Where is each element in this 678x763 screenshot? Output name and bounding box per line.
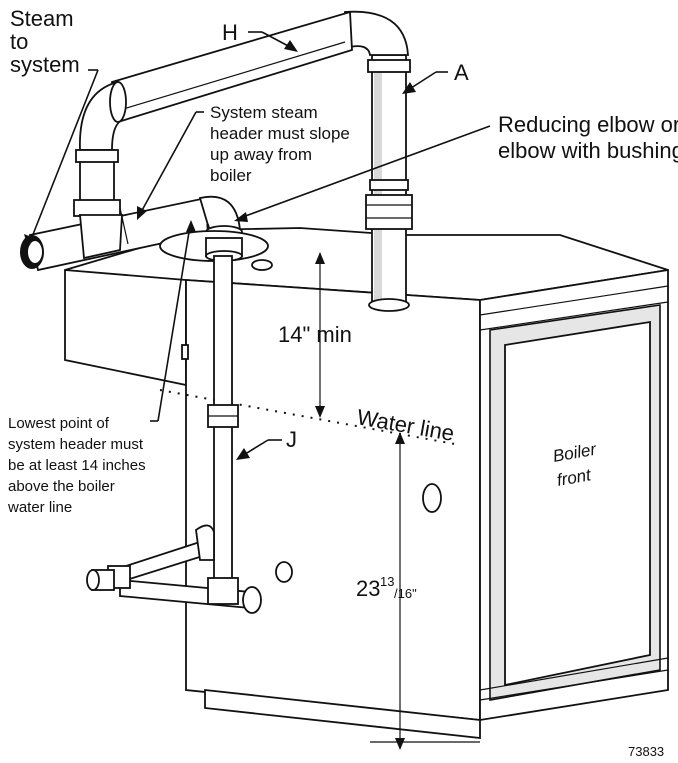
top-elbow <box>344 10 409 56</box>
label-a: A <box>454 60 469 85</box>
dimension-14-min <box>315 252 325 418</box>
label-dim-23-main: 23 <box>356 576 380 601</box>
label-lowest-line1: Lowest point of <box>8 415 110 432</box>
label-slope-line3: up away from <box>210 145 312 164</box>
left-vertical-drop <box>73 149 121 217</box>
label-steam-to-system: Steam to system <box>10 6 80 77</box>
label-steam-line1: Steam <box>10 6 74 31</box>
boiler-base <box>204 688 481 740</box>
sight-opening-icon <box>422 483 442 513</box>
label-slope-line1: System steam <box>210 103 318 122</box>
pipe-a-riser <box>365 54 413 312</box>
boiler-front-door <box>504 320 651 687</box>
label-elbow-line2: elbow with bushing <box>498 138 678 163</box>
dimension-23-13-16 <box>395 432 405 750</box>
label-steam-line3: system <box>10 52 80 77</box>
label-dimension-23: 23 13 /16" <box>356 574 417 601</box>
label-header-slope: System steam header must slope up away f… <box>210 103 350 185</box>
label-lowest-line4: above the boiler <box>8 478 115 495</box>
label-reducing-elbow: Reducing elbow or elbow with bushing <box>498 112 678 163</box>
equalizer-j <box>207 255 239 587</box>
label-steam-line2: to <box>10 29 28 54</box>
side-opening-icon <box>275 561 293 583</box>
boiler-left-block <box>64 269 187 387</box>
label-h: H <box>222 20 238 45</box>
label-dim-23-denominator: /16" <box>394 586 417 601</box>
label-lowest-line3: be at least 14 inches <box>8 457 146 474</box>
label-j: J <box>286 427 297 452</box>
label-slope-line2: header must slope <box>210 124 350 143</box>
label-lowest-line2: system header must <box>8 436 144 453</box>
figure-number: 73833 <box>628 744 664 759</box>
label-dim-23-numerator: 13 <box>380 574 394 589</box>
top-tapping-icon <box>251 259 273 271</box>
label-slope-line4: boiler <box>210 166 252 185</box>
label-lowest-line5: water line <box>7 499 72 516</box>
label-lowest-point: Lowest point of system header must be at… <box>7 415 146 516</box>
hartford-loop <box>86 524 262 614</box>
label-elbow-line1: Reducing elbow or <box>498 112 678 137</box>
leader-lines <box>24 31 491 460</box>
left-upper-elbow <box>79 80 127 151</box>
boiler-jacket <box>64 227 669 743</box>
label-14-min: 14" min <box>278 322 352 347</box>
